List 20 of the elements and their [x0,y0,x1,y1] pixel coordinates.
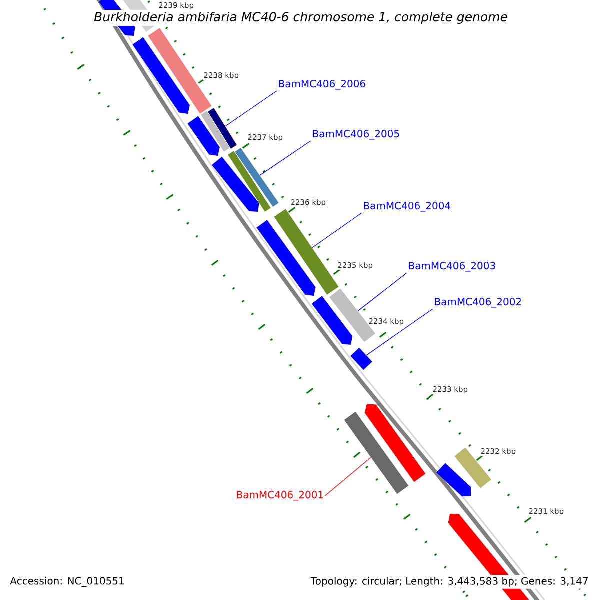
gene-bar [274,209,339,295]
leader-line [358,272,408,312]
gene-bar [208,108,237,149]
gene-bar [235,148,279,207]
leader-line [312,212,362,248]
gene-label: BamMC406_2001 [237,491,324,501]
gene-label: BamMC406_2002 [435,298,522,308]
gene-label: BamMC406_2003 [409,262,496,272]
gene-label: BamMC406_2006 [279,80,366,90]
gene-bar [344,412,409,494]
accession-text: Accession: NC_010551 [10,577,124,587]
title: Burkholderia ambifaria MC40-6 chromosome 1, complete genome [91,10,511,26]
genome-info-text: Topology: circular; Length: 3,443,583 bp; Genes: 3,147 [308,575,591,589]
leader-line [225,90,278,127]
gene-bar [350,348,372,370]
leader-line [324,457,372,496]
gene-label: BamMC406_2004 [364,202,450,212]
leader-line [366,308,434,356]
leader-line [260,140,312,176]
gene-label: BamMC406_2005 [313,130,400,140]
